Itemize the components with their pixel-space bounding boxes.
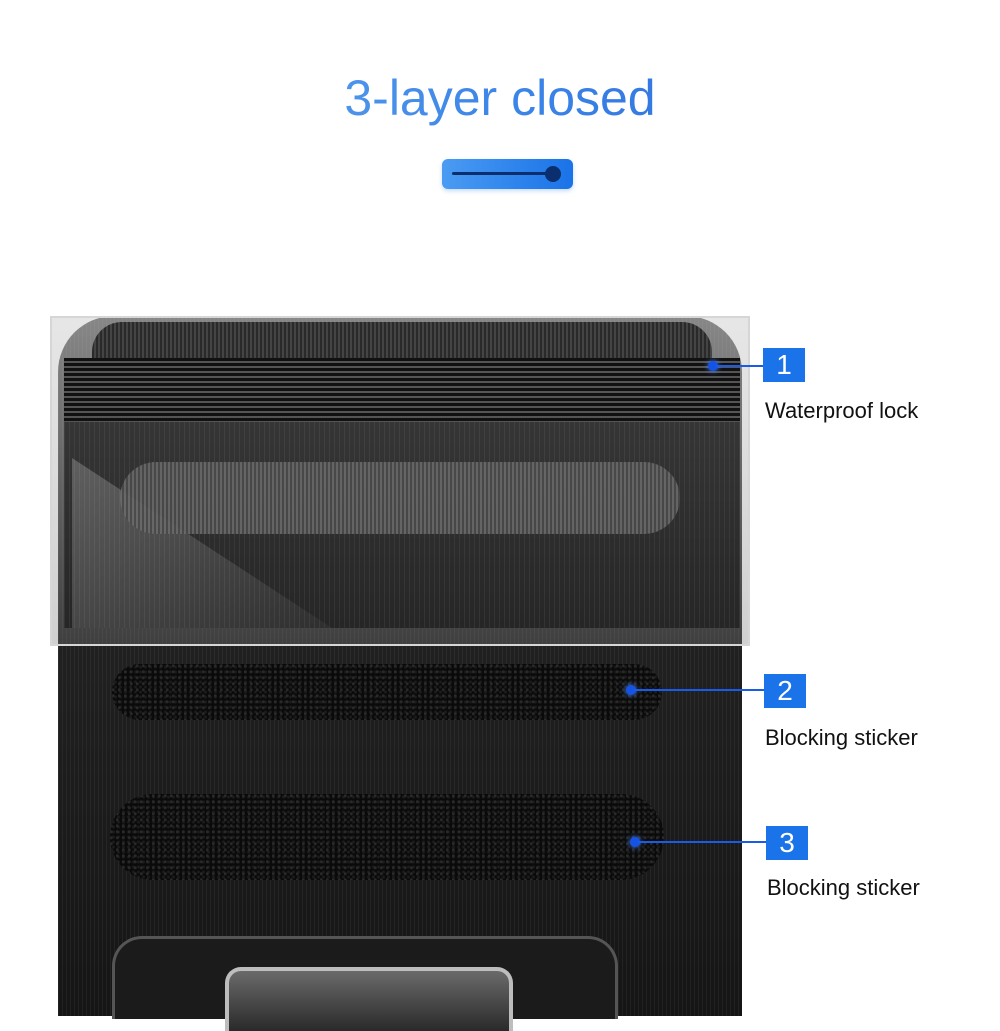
slider-knob[interactable]: [545, 166, 561, 182]
clear-cover-flap: [50, 316, 750, 646]
callout-label-2: Blocking sticker: [765, 725, 918, 750]
slider-track: [452, 172, 552, 175]
callout-line-1: [716, 365, 764, 367]
callout-badge-3: 3: [766, 826, 808, 860]
callout-dot-2: [626, 685, 636, 695]
blocking-sticker-2: [110, 794, 664, 880]
callout-line-3: [638, 841, 766, 843]
blocking-sticker-1: [112, 664, 662, 720]
cover-strip: [120, 462, 680, 534]
page-title: 3-layer closed: [0, 66, 1000, 130]
callout-label-1: Waterproof lock: [765, 398, 919, 423]
phone-preview: [225, 967, 513, 1031]
slider-switch[interactable]: [442, 159, 573, 189]
callout-line-2: [634, 689, 764, 691]
pouch-top-edge: [92, 322, 712, 360]
callout-dot-1: [708, 361, 718, 371]
pouch-window: [112, 936, 618, 1031]
waterproof-pouch-illustration: [50, 316, 750, 1031]
callout-badge-1: 1: [763, 348, 805, 382]
callout-label-3: Blocking sticker: [767, 875, 920, 900]
callout-dot-3: [630, 837, 640, 847]
waterproof-lock-ridge: [64, 358, 740, 422]
callout-badge-2: 2: [764, 674, 806, 708]
